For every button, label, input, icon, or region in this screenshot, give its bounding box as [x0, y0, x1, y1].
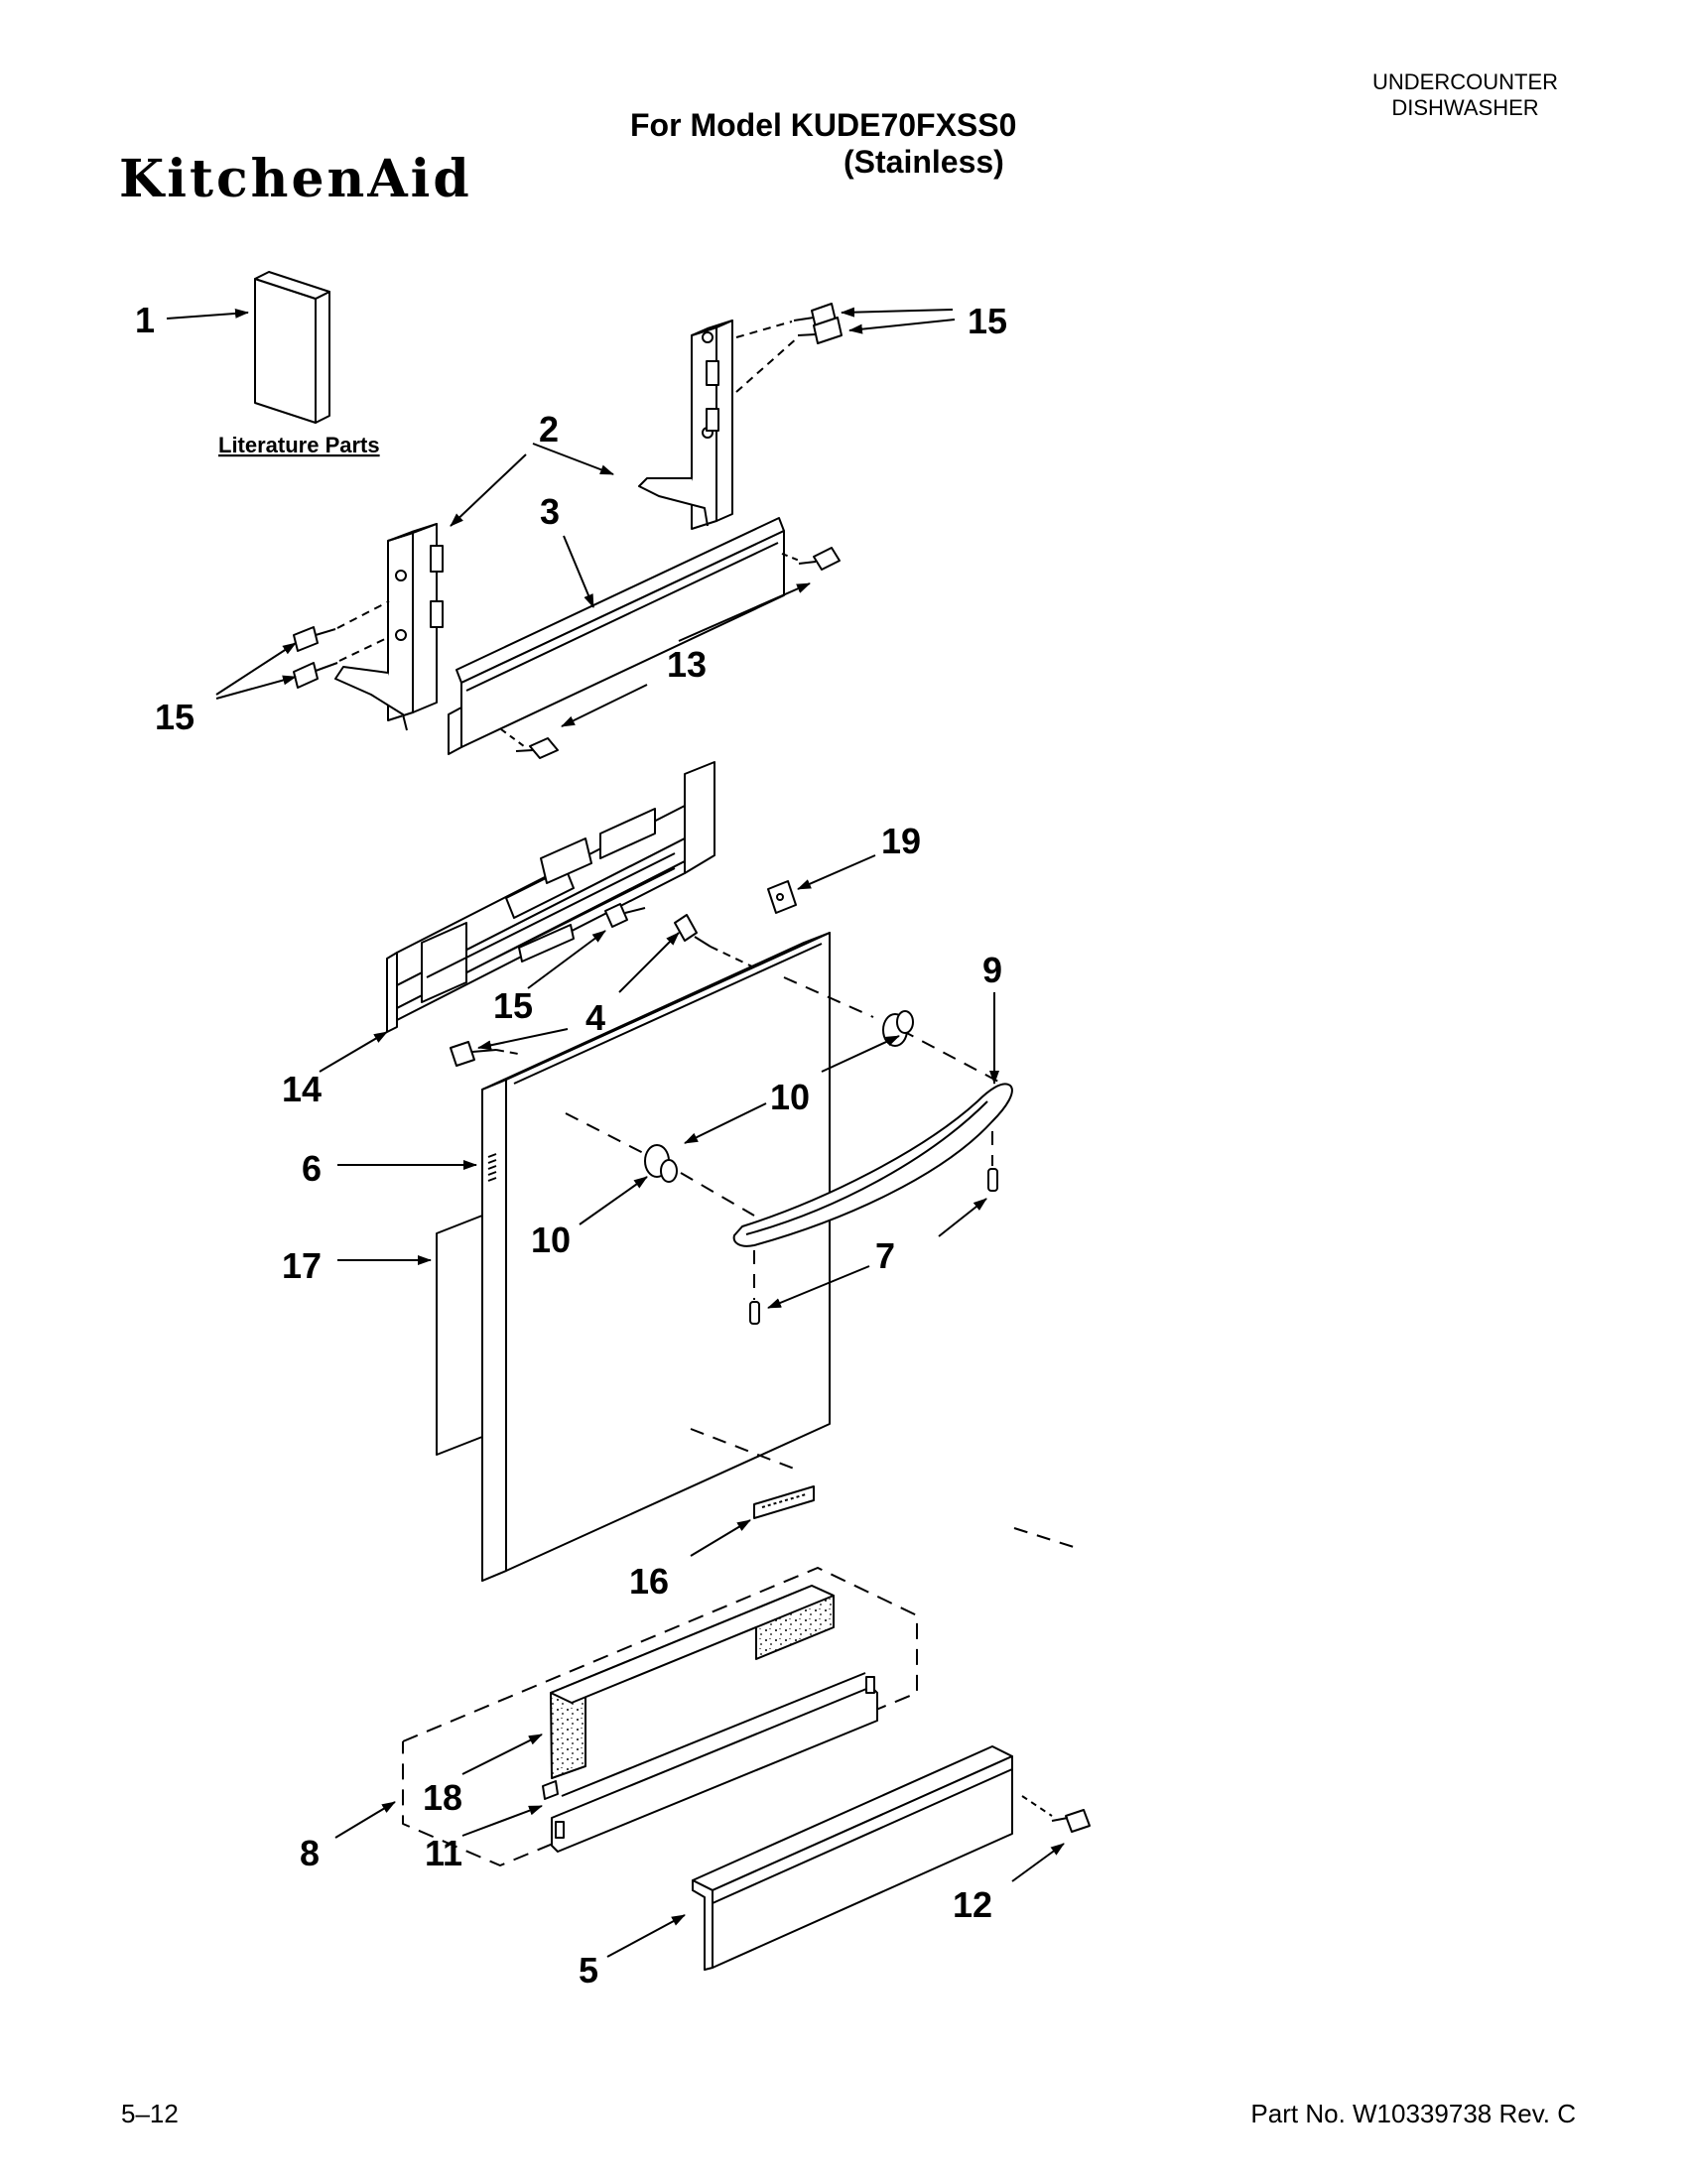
leader-15-mid	[527, 930, 606, 989]
callout-6: 6	[302, 1148, 322, 1189]
leader-2b	[450, 453, 527, 527]
leader-10a	[821, 1035, 900, 1073]
door-hinge-bracket-left	[334, 523, 444, 731]
hinge-screw-top-2	[735, 317, 843, 393]
callout-14: 14	[282, 1069, 322, 1109]
leader-7a	[938, 1198, 987, 1237]
top-trim-strip	[448, 517, 785, 755]
callout-10-upper: 10	[770, 1077, 810, 1117]
callout-13: 13	[667, 644, 707, 685]
handle-pin-right	[987, 1168, 998, 1192]
leader-5	[606, 1914, 686, 1958]
callout-leaders	[166, 307, 1065, 1958]
door-badge	[753, 1485, 815, 1519]
leader-8	[334, 1801, 396, 1839]
category-line-1: UNDERCOUNTER	[1372, 69, 1558, 94]
appliance-category: UNDERCOUNTER DISHWASHER	[1372, 69, 1558, 121]
control-panel-screw	[604, 903, 646, 928]
callout-19: 19	[881, 821, 921, 861]
callout-5: 5	[579, 1950, 598, 1991]
trim-screw-upper	[781, 547, 841, 571]
leader-15-top-a	[841, 307, 954, 318]
callout-15-top: 15	[968, 301, 1007, 341]
literature-booklet	[254, 271, 330, 424]
callout-8: 8	[300, 1833, 320, 1873]
hinge-screw-left-1	[293, 600, 390, 652]
leader-4b	[477, 1028, 569, 1051]
access-panel-kit-outline	[402, 1567, 918, 1866]
callout-7: 7	[875, 1235, 895, 1276]
leader-7b	[767, 1265, 870, 1309]
door-hinge-bracket-right	[638, 320, 733, 530]
finish-subtitle: (Stainless)	[844, 144, 1004, 180]
callout-12: 12	[953, 1884, 992, 1925]
callout-17: 17	[282, 1245, 322, 1286]
callout-2: 2	[539, 409, 559, 450]
leader-2a	[532, 443, 614, 475]
part-number: Part No. W10339738 Rev. C	[1250, 2099, 1576, 2128]
callout-18: 18	[423, 1777, 462, 1818]
callout-1: 1	[135, 300, 155, 340]
outer-door-panel	[481, 932, 831, 1582]
handle-pin-left	[749, 1301, 760, 1325]
callout-labels: 1 Literature Parts 2 3 15 15 13 19 15 4 …	[135, 300, 1007, 1991]
callout-11: 11	[425, 1833, 462, 1873]
door-clip	[767, 880, 797, 914]
door-handle	[732, 1083, 1013, 1247]
leader-1	[166, 308, 249, 320]
leader-13-b	[561, 684, 648, 727]
callout-16: 16	[629, 1561, 669, 1602]
model-title: For Model KUDE70FXSS0	[630, 107, 1017, 143]
insulation-pad	[550, 1585, 835, 1779]
assembly-guides	[565, 976, 1078, 1549]
leader-10b	[684, 1102, 767, 1144]
leader-15-left-a	[215, 642, 297, 696]
callout-10-lower: 10	[531, 1220, 571, 1260]
callout-9: 9	[982, 950, 1002, 990]
callout-3: 3	[540, 491, 560, 532]
callout-4: 4	[585, 997, 605, 1038]
leader-18	[461, 1734, 543, 1775]
leader-3	[563, 535, 594, 608]
category-line-2: DISHWASHER	[1391, 95, 1539, 120]
inner-access-panel	[542, 1672, 878, 1853]
kick-plate-screw	[1021, 1795, 1091, 1833]
door-side-seal	[436, 1215, 483, 1456]
leader-15-left-b	[215, 675, 297, 700]
brand-logo: KitchenAid	[119, 149, 472, 209]
leader-4a	[618, 932, 680, 993]
door-screw-upper	[674, 914, 755, 968]
leader-15-top-b	[848, 319, 956, 334]
leader-13-a	[678, 582, 811, 642]
door-screw-lower	[450, 1041, 519, 1067]
leader-10c	[579, 1176, 648, 1225]
callout-15-mid: 15	[493, 985, 533, 1026]
leader-11	[461, 1805, 543, 1837]
handle-mount-left	[644, 1144, 678, 1183]
leader-16	[690, 1519, 751, 1557]
leader-14	[319, 1031, 388, 1073]
trim-screw-lower	[500, 728, 559, 759]
page-number: 5–12	[121, 2099, 179, 2128]
callout-15-left: 15	[155, 697, 195, 737]
leader-12	[1011, 1843, 1065, 1882]
kick-plate	[692, 1745, 1013, 1971]
control-panel-assembly	[386, 761, 715, 1033]
literature-parts-label: Literature Parts	[218, 433, 380, 457]
leader-19	[797, 854, 876, 890]
